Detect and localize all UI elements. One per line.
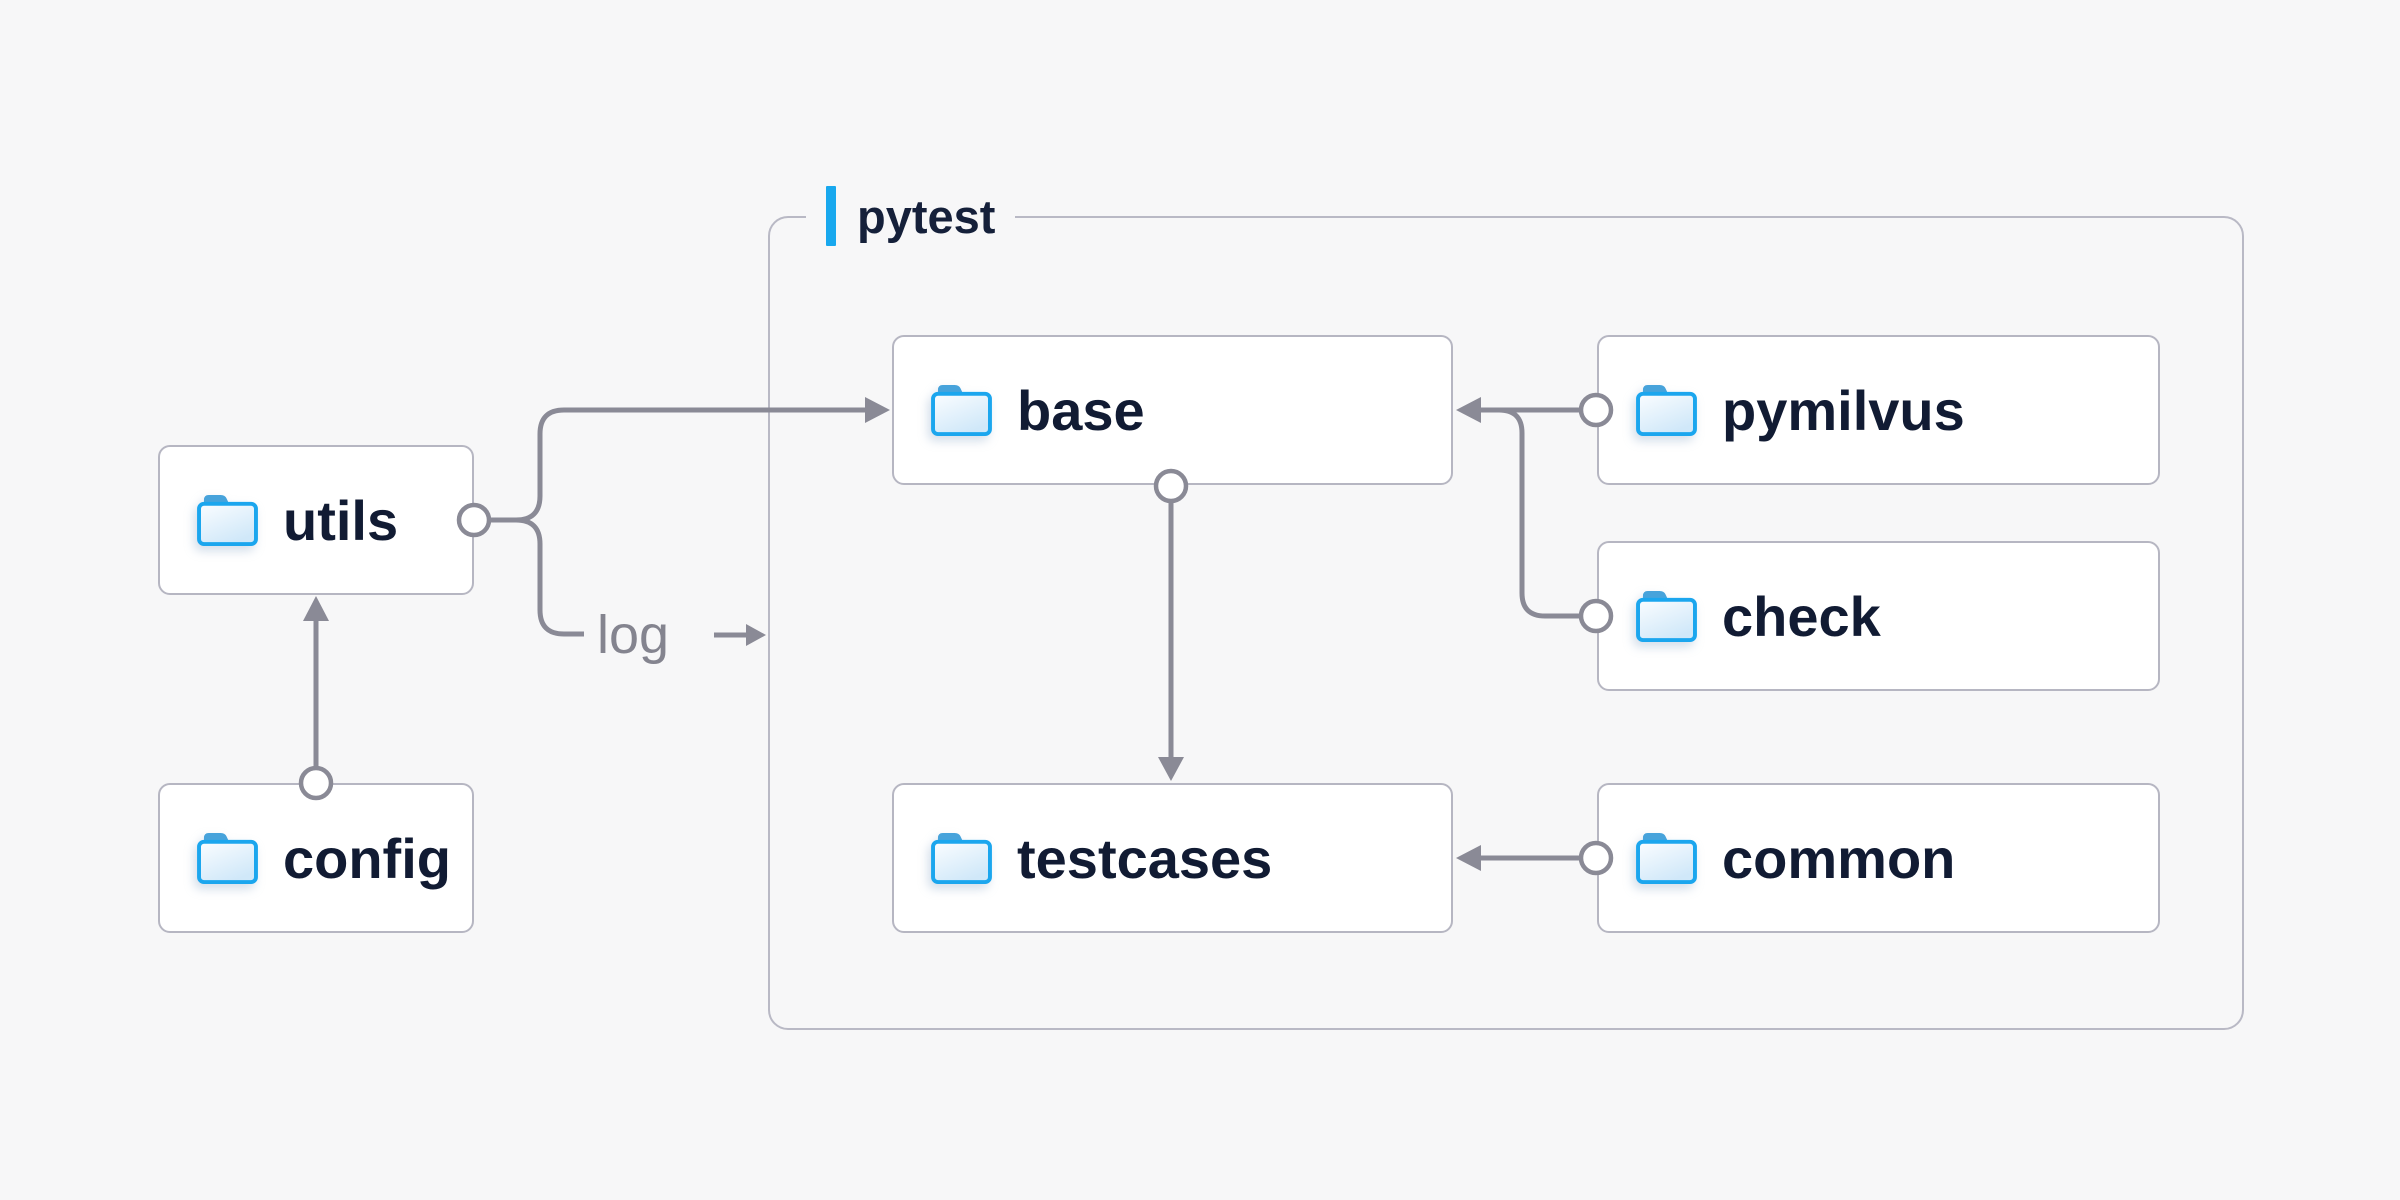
node-pymilvus: pymilvus bbox=[1597, 335, 2160, 485]
folder-icon bbox=[197, 493, 258, 546]
folder-icon bbox=[931, 383, 992, 436]
edge-label-log: log bbox=[597, 605, 670, 665]
node-base: base bbox=[892, 335, 1453, 485]
log-arrow-icon bbox=[714, 624, 766, 646]
folder-icon bbox=[1636, 831, 1697, 884]
node-common: common bbox=[1597, 783, 2160, 933]
folder-icon bbox=[1636, 383, 1697, 436]
pytest-group-label: pytest bbox=[806, 185, 1016, 247]
node-config: config bbox=[158, 783, 474, 933]
node-check-label: check bbox=[1722, 584, 1881, 648]
node-utils: utils bbox=[158, 445, 474, 595]
node-testcases-label: testcases bbox=[1017, 826, 1273, 890]
folder-icon bbox=[1636, 589, 1697, 642]
node-common-label: common bbox=[1722, 826, 1956, 890]
node-utils-label: utils bbox=[283, 488, 399, 552]
folder-icon bbox=[931, 831, 992, 884]
pytest-group-box bbox=[768, 216, 2244, 1030]
node-pymilvus-label: pymilvus bbox=[1722, 378, 1965, 442]
pytest-group-title: pytest bbox=[857, 189, 996, 243]
node-config-label: config bbox=[283, 826, 451, 890]
edge-utils-log bbox=[515, 517, 584, 637]
node-base-label: base bbox=[1017, 378, 1145, 442]
node-testcases: testcases bbox=[892, 783, 1453, 933]
accent-bar bbox=[826, 186, 836, 246]
node-check: check bbox=[1597, 541, 2160, 691]
folder-icon bbox=[197, 831, 258, 884]
edge-config-utils bbox=[298, 596, 334, 801]
